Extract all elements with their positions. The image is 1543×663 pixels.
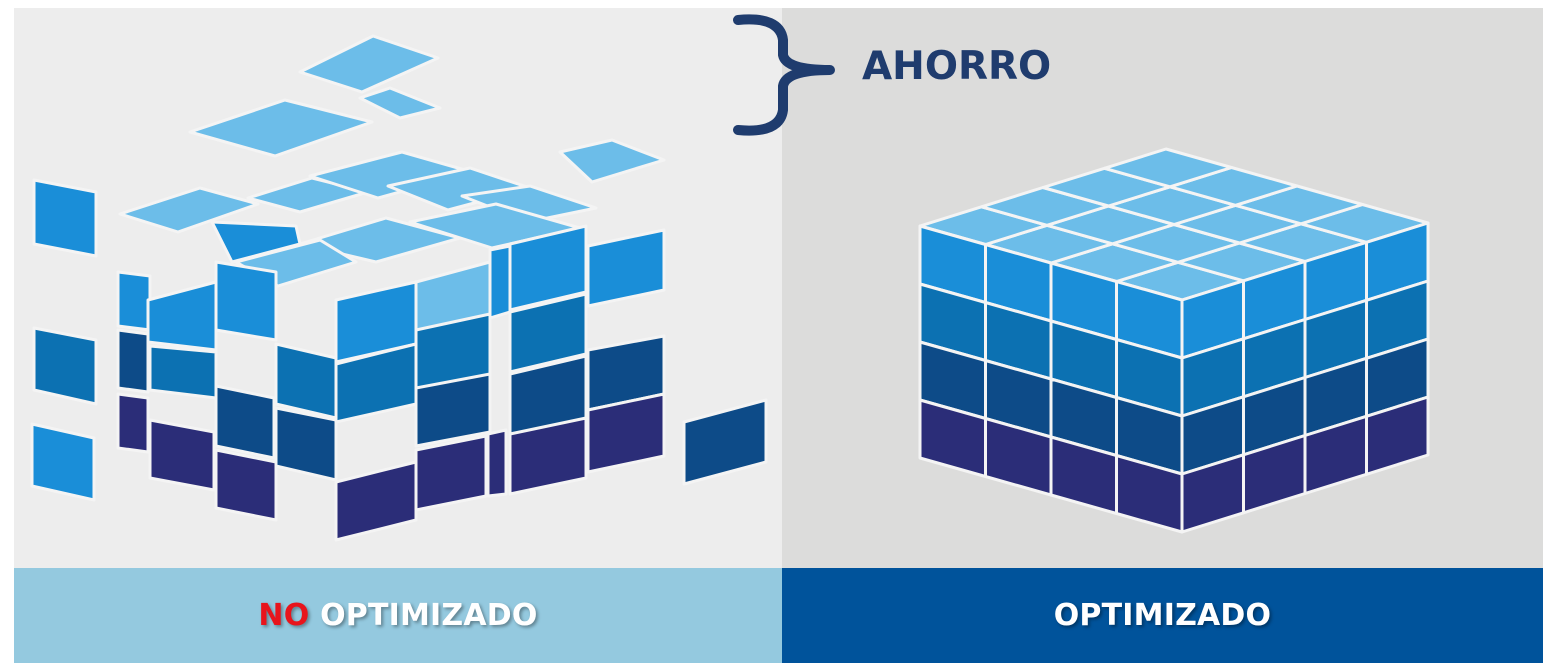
optimized-caption: OPTIMIZADO	[1053, 598, 1272, 633]
cube-right-tile	[1365, 395, 1430, 476]
unoptimized-caption: NO OPTIMIZADO	[258, 598, 537, 633]
cube-top-tile	[1103, 147, 1233, 189]
optimized-cube	[918, 147, 1430, 534]
unoptimized-caption-text: OPTIMIZADO	[309, 598, 538, 633]
cube-left-tile	[918, 398, 987, 478]
savings-label: AHORRO	[862, 44, 1052, 89]
curly-brace-icon	[733, 14, 835, 136]
unoptimized-caption-bar: NO OPTIMIZADO	[14, 568, 782, 663]
optimized-caption-bar: OPTIMIZADO	[782, 568, 1543, 663]
negation-word: NO	[258, 598, 310, 633]
unoptimized-cube	[30, 34, 768, 542]
